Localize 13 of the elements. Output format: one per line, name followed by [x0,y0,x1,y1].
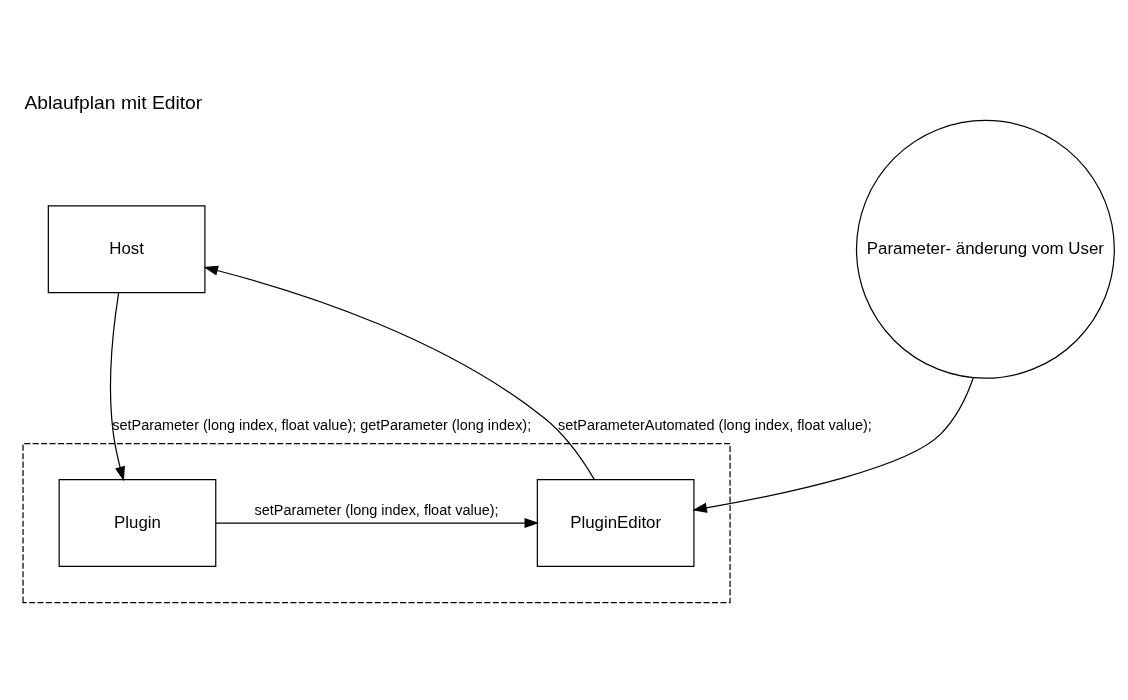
node-box: Plugin [58,478,217,567]
arrow [203,265,595,480]
node-circle: Parameter- änderung vom User [855,119,1115,379]
edge-label: setParameterAutomated (long index, float value); [558,416,872,433]
node-box: PluginEditor [536,478,695,567]
cluster [22,442,731,603]
edge-label: setParameter (long index, float value); getParameter (long index); [112,416,532,433]
diagram-title: Ablaufplan mit Editor [24,91,203,113]
node-box: Host [47,204,206,293]
edge-label: setParameter (long index, float value); [254,501,499,518]
arrow [109,291,125,481]
arrow [215,517,539,528]
arrow [692,376,974,513]
